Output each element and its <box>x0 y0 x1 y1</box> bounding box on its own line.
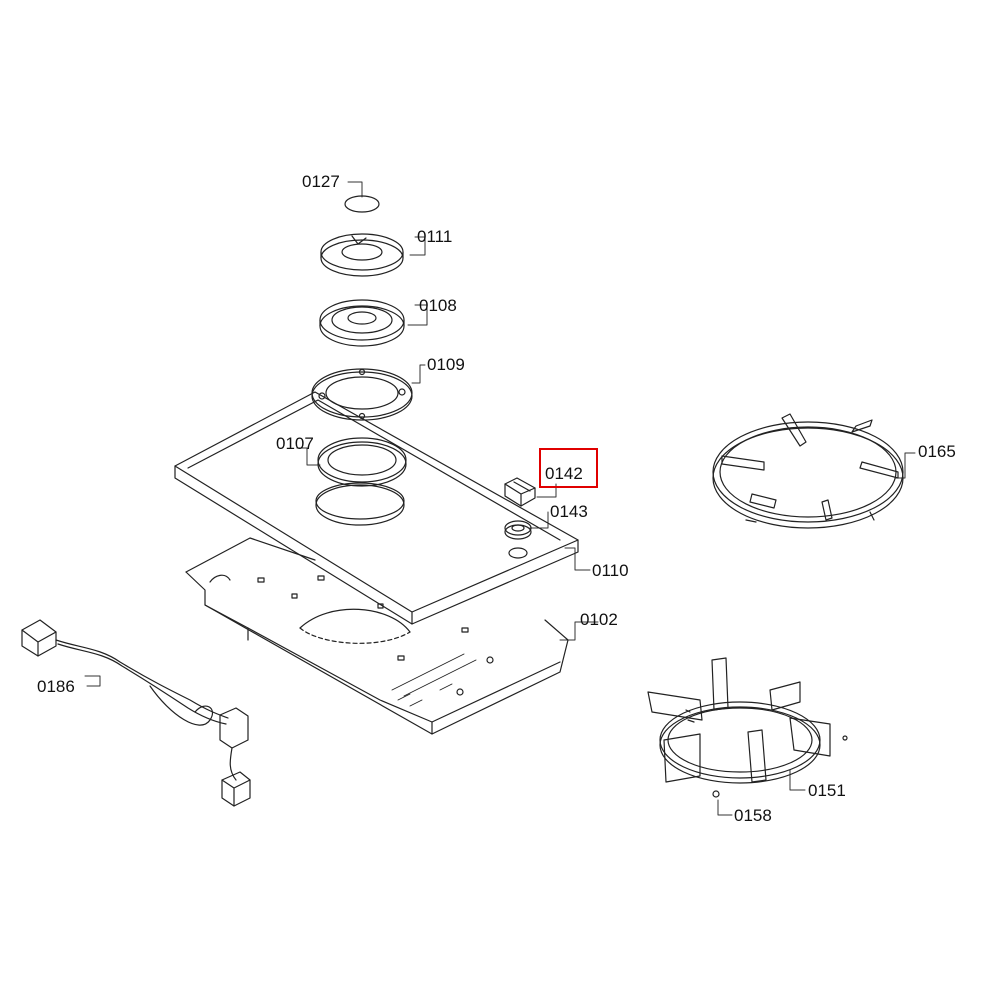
label-0127: 0127 <box>302 172 340 191</box>
label-0102: 0102 <box>580 610 618 629</box>
highlight-box-0142 <box>539 448 598 488</box>
part-0165-pan-support <box>712 413 904 529</box>
part-0107-seal <box>317 437 407 487</box>
label-0111: 0111 <box>417 227 453 246</box>
label-0165: 0165 <box>918 442 956 461</box>
label-0143: 0143 <box>550 502 588 521</box>
label-0158: 0158 <box>734 806 772 825</box>
label-0109: 0109 <box>427 355 465 374</box>
part-0143-knob-base <box>504 520 532 559</box>
label-0151: 0151 <box>808 781 846 800</box>
part-0110-hob-plate <box>174 391 579 625</box>
label-0110: 0110 <box>592 561 629 580</box>
part-0158-screw <box>712 790 720 798</box>
label-0142: 0142 <box>545 464 583 483</box>
label-0186: 0186 <box>37 677 75 696</box>
label-0108: 0108 <box>419 296 457 315</box>
part-0108-burner-head <box>319 299 405 347</box>
part-0111-burner-cap <box>320 233 404 277</box>
part-0186-power-cord <box>21 619 251 807</box>
part-0127-cap <box>344 195 380 213</box>
part-0142-knob <box>504 477 536 507</box>
part-0151-wok-support <box>647 657 848 784</box>
label-0107: 0107 <box>276 434 314 453</box>
part-0102-tray <box>185 537 569 735</box>
part-0109-ring <box>311 368 413 421</box>
